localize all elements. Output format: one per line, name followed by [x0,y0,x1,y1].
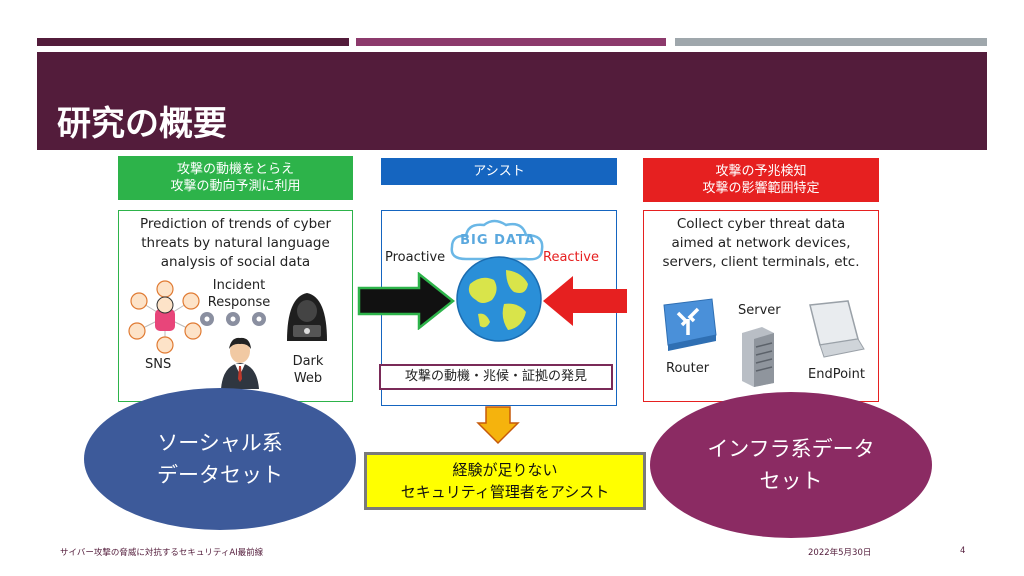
reactive-arrow-icon [543,276,627,326]
reactive-label: Reactive [543,250,599,265]
left-panel: Prediction of trends of cyber threats by… [118,210,353,402]
right-header: 攻撃の予兆検知 攻撃の影響範囲特定 [643,158,879,202]
result-line1: 経験が足りない [452,461,558,479]
big-data-label: BIG DATA [460,233,536,248]
endpoint-label: EndPoint [808,367,865,382]
dark-line2: Web [293,371,323,386]
server-label: Server [738,303,781,318]
left-header-line1: 攻撃の動機をとらえ [176,162,294,177]
result-box: 経験が足りない セキュリティ管理者をアシスト [364,452,646,510]
globe-icon [456,256,542,342]
social-ellipse-line2: データセット [157,463,283,487]
right-desc-line2: aimed at network devices, [671,235,851,251]
right-header-line2: 攻撃の影響範囲特定 [702,181,820,196]
infra-ellipse-line1: インフラ系データ [707,437,875,461]
left-description: Prediction of trends of cyber threats by… [119,215,352,272]
result-line2: セキュリティ管理者をアシスト [400,483,610,501]
title-band: 研究の概要 [37,52,987,150]
dark-web-label: Dark Web [281,353,335,387]
left-desc-line3: analysis of social data [160,254,311,270]
big-data-cloud-icon [450,219,544,261]
page-number: 4 [960,546,966,556]
infra-ellipse-line2: セット [759,469,823,493]
footer-title: サイバー攻撃の脅威に対抗するセキュリティAI最前線 [60,548,264,558]
left-header: 攻撃の動機をとらえ 攻撃の動向予測に利用 [118,156,353,200]
left-desc-line1: Prediction of trends of cyber [139,216,332,232]
infra-dataset-ellipse: インフラ系データ セット [650,392,932,538]
gears-icon [200,312,266,326]
right-desc-line3: servers, client terminals, etc. [662,254,860,270]
people-network-icon [128,280,202,354]
server-icon [742,327,774,387]
proactive-arrow-icon [357,272,455,330]
top-bar-2 [356,38,666,46]
top-bar-3 [675,38,987,46]
right-panel: Collect cyber threat data aimed at netwo… [643,210,879,402]
slide-title: 研究の概要 [57,104,227,144]
incident-line1: Incident [212,278,266,293]
social-dataset-ellipse: ソーシャル系 データセット [84,388,356,530]
discovery-box: 攻撃の動機・兆候・証拠の発見 [379,364,613,390]
router-label: Router [666,361,710,376]
center-header: アシスト [381,158,617,185]
incident-line2: Response [207,295,271,310]
right-desc-line1: Collect cyber threat data [676,216,846,232]
top-bar-1 [37,38,349,46]
left-desc-line2: threats by natural language [141,235,330,251]
right-description: Collect cyber threat data aimed at netwo… [644,215,878,272]
right-header-line1: 攻撃の予兆検知 [715,164,807,179]
social-ellipse-line1: ソーシャル系 [157,431,283,455]
left-header-line2: 攻撃の動向予測に利用 [170,179,301,194]
hacker-icon [287,293,327,341]
incident-response-label: Incident Response [197,277,281,311]
sns-label: SNS [145,357,172,372]
dark-line1: Dark [292,354,324,369]
footer-date: 2022年5月30日 [808,548,872,558]
router-icon [663,298,717,351]
proactive-label: Proactive [385,250,446,265]
down-arrow-icon [476,406,520,445]
endpoint-laptop-icon [809,300,865,358]
security-analyst-icon [221,337,259,389]
